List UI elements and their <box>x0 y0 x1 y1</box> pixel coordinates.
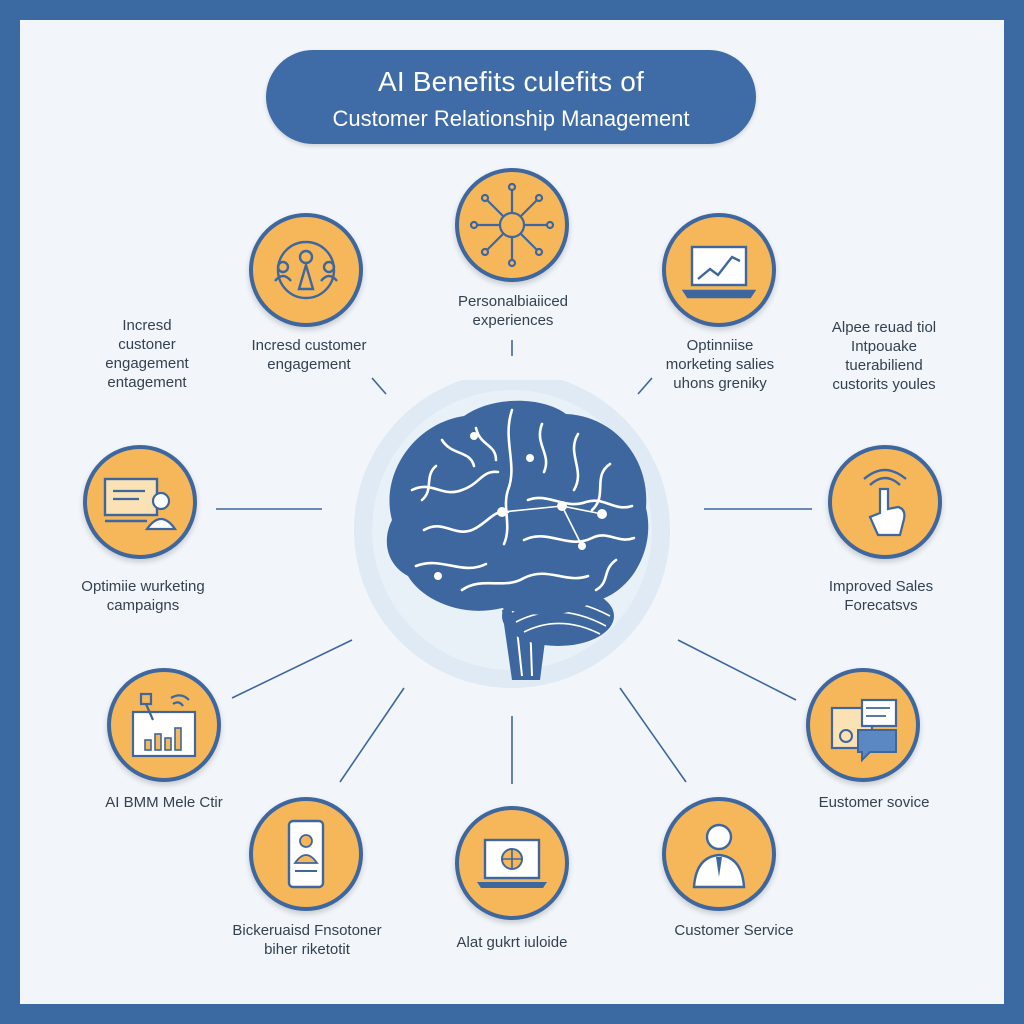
label-customer-svc-right: Eustomer sovice <box>818 794 930 811</box>
label-bottom-left: Bickeruaisd Fnsotoner biher riketotit <box>232 922 382 958</box>
engagement-node[interactable] <box>249 213 363 327</box>
title-banner: AI Benefits culefits of Customer Relatio… <box>266 50 756 144</box>
customer-service-node[interactable] <box>662 797 776 911</box>
business-person-icon <box>692 823 746 889</box>
optimise-sales-node[interactable] <box>662 213 776 327</box>
label-customer-service: Customer Service <box>674 922 794 939</box>
laptop-chart-icon <box>681 245 757 299</box>
label-sales-forecast: Improved Sales Forecatsvs <box>828 578 934 614</box>
network-face-icon <box>469 182 555 268</box>
label-optimise-sales: Optinniise morketing salies uhons grenik… <box>665 337 775 392</box>
label-engagement: Incresd customer engagement <box>251 337 367 373</box>
mobile-person-icon <box>287 819 325 889</box>
customer-svc-right-node[interactable] <box>806 668 920 782</box>
label-far-right-top: Alpee reuad tiol Intpouake tuerabiliend … <box>831 319 937 393</box>
title-line-2: Customer Relationship Management <box>332 106 690 131</box>
crm-meta-node[interactable] <box>107 668 221 782</box>
title-line-1: AI Benefits culefits of <box>377 66 645 97</box>
marketing-node[interactable] <box>83 445 197 559</box>
laptop-globe-icon <box>477 838 547 888</box>
brain-icon <box>352 372 672 700</box>
dashboard-chart-icon <box>131 692 197 758</box>
bottom-center-node[interactable] <box>455 806 569 920</box>
people-cycle-icon <box>274 240 338 300</box>
sales-forecast-node[interactable] <box>828 445 942 559</box>
bottom-left-node[interactable] <box>249 797 363 911</box>
hand-touch-signal-icon <box>863 468 907 537</box>
label-far-left-top: Incresd custoner engagement entagement <box>105 317 189 391</box>
personalized-node[interactable] <box>455 168 569 282</box>
chat-document-icon <box>830 698 898 763</box>
label-crm-meta: AI BMM Mele Ctir <box>105 794 223 811</box>
label-marketing: Optimiie wurketing campaigns <box>81 578 205 614</box>
label-bottom-center: Alat gukrt iuloide <box>456 934 568 951</box>
label-personalized: Personalbiaiiced experiences <box>457 293 569 329</box>
presenter-screen-icon <box>103 477 178 531</box>
